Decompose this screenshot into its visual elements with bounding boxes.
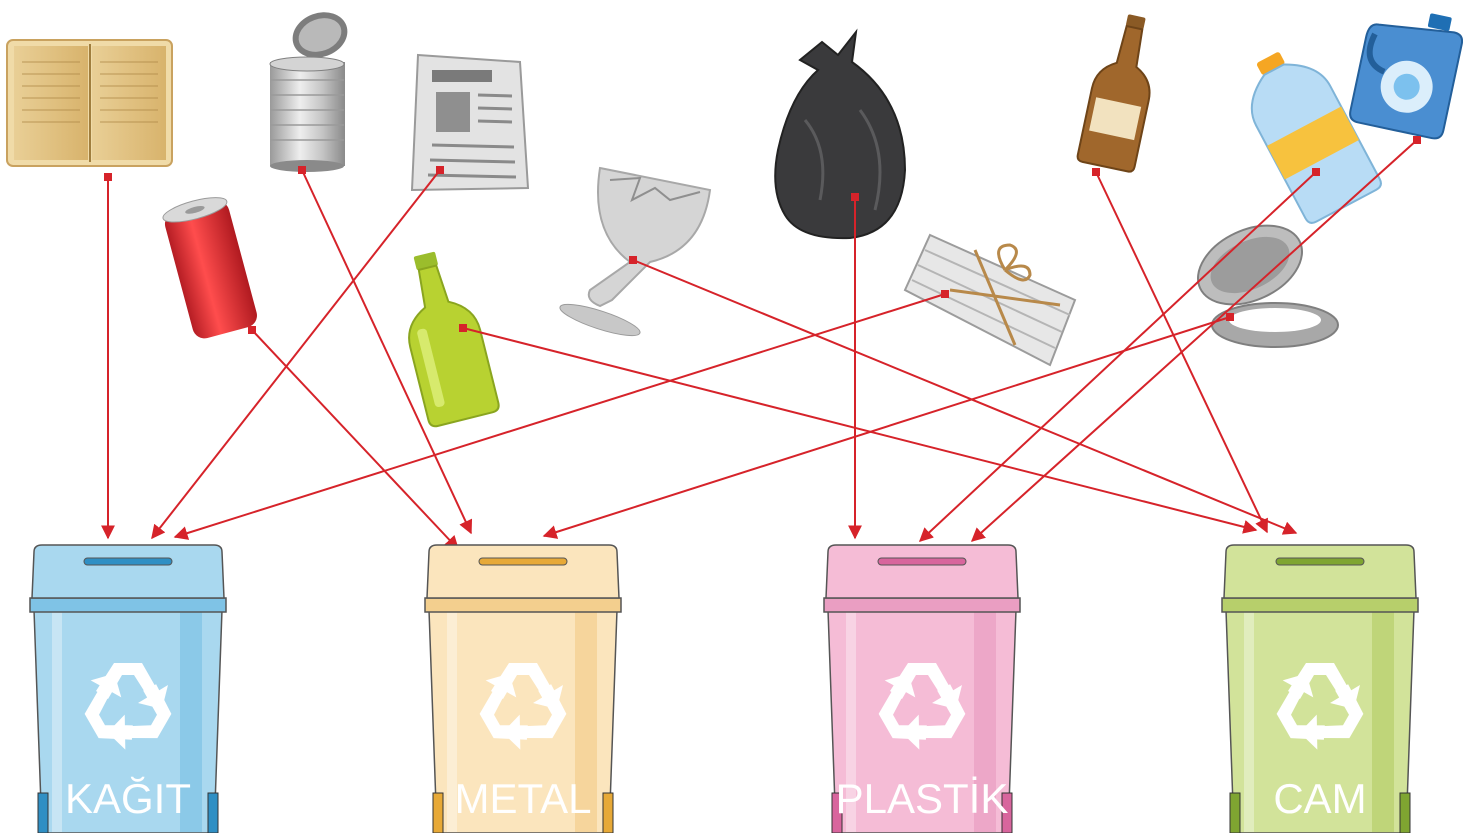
arrow-old-book-to-kagit xyxy=(104,173,112,538)
bin-wheel-left xyxy=(1230,793,1240,833)
soda-can-icon xyxy=(161,193,260,341)
bin-metal: METAL xyxy=(425,545,621,833)
bin-slot xyxy=(878,558,966,565)
bin-kagit: KAĞIT xyxy=(30,545,226,833)
bin-lid xyxy=(32,545,224,598)
bin-lid xyxy=(427,545,619,598)
bin-lid-rim xyxy=(30,598,226,612)
arrow-can-lid-to-metal xyxy=(544,313,1234,536)
bin-lid-rim xyxy=(425,598,621,612)
bin-slot xyxy=(479,558,567,565)
bin-plastik: PLASTİK xyxy=(824,545,1020,833)
bin-shade xyxy=(1372,612,1394,832)
bin-wheel-right xyxy=(208,793,218,833)
tin-can-icon xyxy=(270,5,354,172)
bin-wheel-right xyxy=(603,793,613,833)
arrow-brown-bottle-to-cam xyxy=(1092,168,1267,532)
bin-highlight xyxy=(1244,612,1254,832)
bin-highlight xyxy=(52,612,62,832)
arrow-green-bottle-to-cam xyxy=(459,324,1256,530)
broken-wine-glass-icon xyxy=(557,168,710,342)
bin-label-plastik: PLASTİK xyxy=(836,775,1009,822)
connector-arrows xyxy=(104,136,1421,549)
green-bottle-icon xyxy=(389,245,500,427)
bin-lid-rim xyxy=(1222,598,1418,612)
newspaper-icon xyxy=(412,55,528,190)
detergent-jug-icon xyxy=(1348,1,1463,140)
bin-slot xyxy=(1276,558,1364,565)
bin-label-cam: CAM xyxy=(1273,775,1366,822)
arrow-paper-bundle-to-kagit xyxy=(175,290,949,537)
bin-label-kagit: KAĞIT xyxy=(65,775,191,822)
old-book-icon xyxy=(7,40,172,166)
bin-label-metal: METAL xyxy=(455,775,592,822)
bin-cam: CAM xyxy=(1222,545,1418,833)
garbage-bag-icon xyxy=(775,32,905,238)
bins-row: KAĞIT METAL PLASTİK CAM xyxy=(30,545,1418,833)
bin-slot xyxy=(84,558,172,565)
bin-lid-rim xyxy=(824,598,1020,612)
bin-wheel-left xyxy=(433,793,443,833)
bin-lid xyxy=(1224,545,1416,598)
bin-wheel-left xyxy=(38,793,48,833)
paper-bundle-icon xyxy=(905,235,1075,365)
brown-bottle-icon xyxy=(1077,10,1166,173)
bin-lid xyxy=(826,545,1018,598)
bin-wheel-right xyxy=(1400,793,1410,833)
arrow-garbage-bag-to-plastik xyxy=(851,193,859,538)
